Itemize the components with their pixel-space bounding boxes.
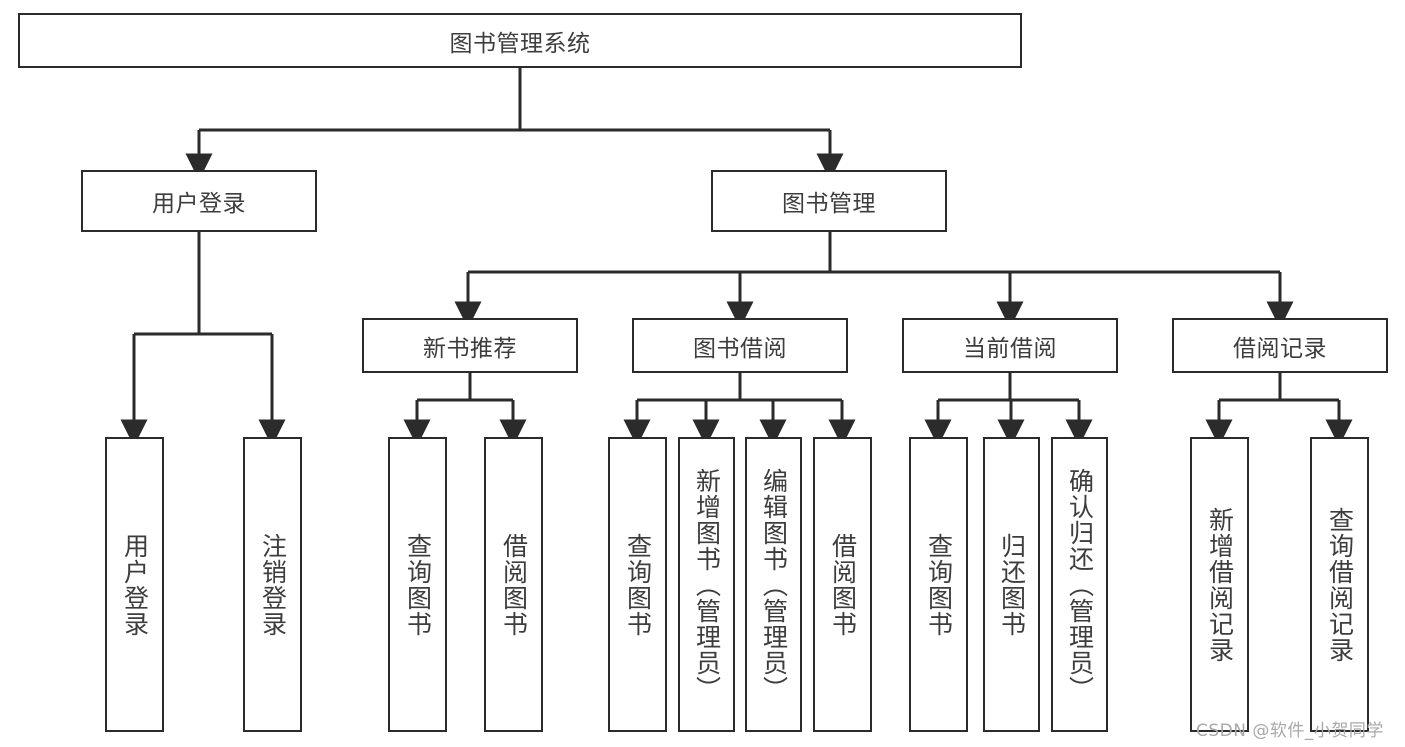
node-book-borrow[interactable]: 图书借阅: [632, 318, 848, 373]
node-root-label: 图书管理系统: [449, 30, 591, 57]
node-user-login[interactable]: 用户登录: [81, 170, 317, 232]
node-root[interactable]: 图书管理系统: [18, 13, 1022, 68]
leaf-user-login[interactable]: 用户登录: [105, 437, 164, 732]
node-book-borrow-label: 图书借阅: [693, 335, 787, 362]
leaf-query-book-borrow[interactable]: 查询图书: [608, 437, 667, 732]
node-new-book-recommend-label: 新书推荐: [423, 335, 517, 362]
leaf-add-book-admin[interactable]: 新增图书（管理员）: [678, 437, 735, 732]
leaf-confirm-return-admin[interactable]: 确认归还（管理员）: [1051, 437, 1108, 732]
node-current-borrow[interactable]: 当前借阅: [902, 318, 1118, 373]
leaf-edit-book-admin-label: 编辑图书（管理员）: [759, 467, 789, 702]
leaf-query-book-current[interactable]: 查询图书: [909, 437, 968, 732]
leaf-borrow-book[interactable]: 借阅图书: [813, 437, 872, 732]
leaf-edit-book-admin[interactable]: 编辑图书（管理员）: [745, 437, 802, 732]
leaf-borrow-book-label: 借阅图书: [828, 532, 858, 637]
node-user-login-label: 用户登录: [152, 191, 246, 217]
leaf-borrow-book-recommend-label: 借阅图书: [499, 532, 529, 637]
leaf-logout-label: 注销登录: [258, 532, 288, 637]
node-book-management[interactable]: 图书管理: [711, 170, 947, 232]
leaf-borrow-book-recommend[interactable]: 借阅图书: [484, 437, 543, 732]
leaf-confirm-return-admin-label: 确认归还（管理员）: [1065, 467, 1095, 702]
leaf-query-book-borrow-label: 查询图书: [623, 532, 653, 637]
leaf-logout[interactable]: 注销登录: [243, 437, 302, 732]
node-borrow-record-label: 借阅记录: [1233, 335, 1327, 362]
node-borrow-record[interactable]: 借阅记录: [1172, 318, 1388, 373]
leaf-add-borrow-record[interactable]: 新增借阅记录: [1190, 437, 1249, 732]
leaf-user-login-label: 用户登录: [120, 532, 150, 637]
leaf-query-book-current-label: 查询图书: [924, 532, 954, 637]
node-current-borrow-label: 当前借阅: [963, 335, 1057, 362]
leaf-return-book-label: 归还图书: [997, 532, 1027, 637]
leaf-query-borrow-record-label: 查询借阅记录: [1325, 506, 1355, 663]
leaf-query-borrow-record[interactable]: 查询借阅记录: [1310, 437, 1369, 732]
leaf-query-book-recommend[interactable]: 查询图书: [388, 437, 447, 732]
node-new-book-recommend[interactable]: 新书推荐: [362, 318, 578, 373]
leaf-query-book-recommend-label: 查询图书: [403, 532, 433, 637]
leaf-return-book[interactable]: 归还图书: [983, 437, 1040, 732]
leaf-add-book-admin-label: 新增图书（管理员）: [692, 467, 722, 702]
node-book-management-label: 图书管理: [782, 191, 876, 217]
leaf-add-borrow-record-label: 新增借阅记录: [1205, 506, 1235, 663]
